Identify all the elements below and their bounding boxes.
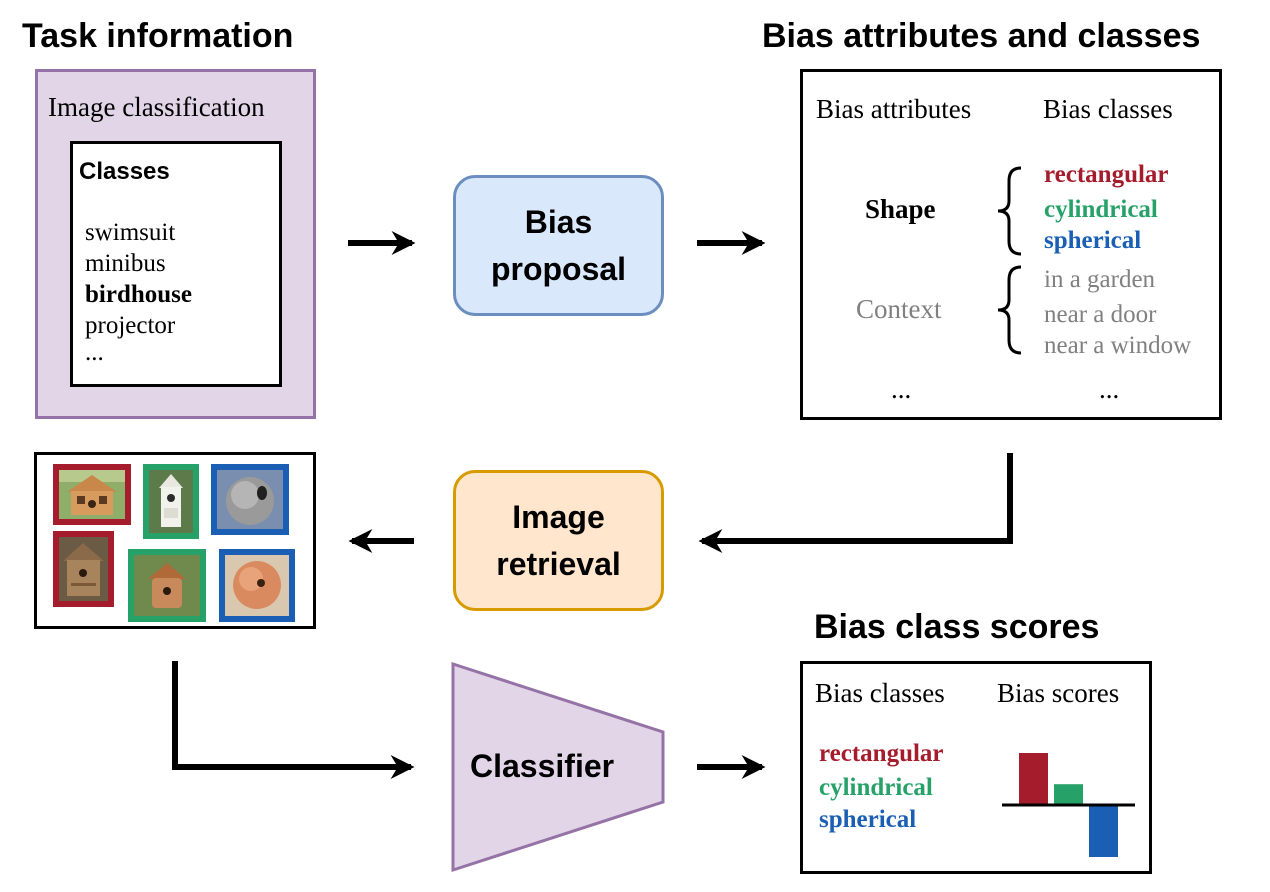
- class-item: projector: [85, 312, 176, 339]
- shape-brace: [997, 166, 1022, 256]
- bias-score-bars: [1002, 753, 1135, 857]
- score-bar-rectangular: [1019, 753, 1048, 805]
- score-bar-spherical: [1089, 805, 1118, 857]
- birdhouse-rectangular-thumbnail: [59, 537, 108, 601]
- context-class-garden: in a garden: [1044, 266, 1156, 293]
- bias-attributes-box: Bias attributes Bias classes Shape recta…: [800, 69, 1222, 420]
- task-information-box: Image classification Classes swimsuit mi…: [35, 69, 316, 419]
- birdhouse-image: [211, 464, 289, 535]
- birdhouse-image: [219, 549, 295, 622]
- class-item-highlighted: birdhouse: [85, 281, 192, 308]
- retrieved-images-box: [34, 452, 316, 629]
- classifier-shape: [451, 661, 665, 873]
- classes-box: Classes swimsuit minibus birdhouse proje…: [70, 141, 282, 387]
- birdhouse-image: [53, 464, 131, 525]
- context-brace: [997, 265, 1022, 355]
- col-header-attributes: Bias attributes: [816, 94, 972, 124]
- task-information-heading: Task information: [22, 17, 294, 55]
- image-classification-label: Image classification: [48, 92, 265, 122]
- attributes-ellipsis: ...: [891, 374, 912, 404]
- image-retrieval-line1: Image: [512, 499, 605, 536]
- class-item-ellipsis: ...: [85, 339, 104, 366]
- score-class-rectangular: rectangular: [819, 740, 944, 767]
- birdhouse-image: [143, 464, 199, 539]
- context-class-window: near a window: [1044, 332, 1192, 359]
- col-header-classes: Bias classes: [1043, 94, 1173, 124]
- birdhouse-spherical-thumbnail: [225, 555, 289, 616]
- birdhouse-image: [128, 549, 206, 622]
- birdhouse-rectangular-thumbnail: [59, 470, 125, 519]
- bias-scores-box: Bias classes Bias scores rectangular cyl…: [800, 661, 1152, 874]
- shape-class-rectangular: rectangular: [1044, 161, 1169, 188]
- bias-attributes-heading: Bias attributes and classes: [762, 17, 1201, 55]
- score-class-spherical: spherical: [819, 806, 917, 833]
- classes-ellipsis: ...: [1099, 374, 1120, 404]
- birdhouse-cylindrical-thumbnail: [134, 555, 200, 616]
- scores-col-classes: Bias classes: [815, 678, 945, 708]
- image-retrieval-line2: retrieval: [496, 545, 621, 582]
- shape-class-cylindrical: cylindrical: [1044, 196, 1158, 223]
- class-item: swimsuit: [85, 219, 176, 246]
- score-class-cylindrical: cylindrical: [819, 774, 933, 801]
- bias-proposal-box: Bias proposal: [453, 175, 664, 316]
- classifier-label: Classifier: [470, 748, 615, 784]
- bias-scores-heading: Bias class scores: [814, 608, 1100, 646]
- arrow-images-to-classifier: [172, 661, 415, 779]
- birdhouse-spherical-thumbnail: [217, 470, 283, 529]
- class-item: minibus: [85, 250, 166, 277]
- bias-proposal-line2: proposal: [490, 250, 627, 287]
- score-bar-cylindrical: [1054, 784, 1083, 805]
- birdhouse-image: [53, 531, 114, 607]
- context-class-door: near a door: [1044, 301, 1157, 328]
- classes-title: Classes: [79, 158, 170, 185]
- bias-proposal-line1: Bias: [524, 204, 593, 241]
- scores-col-scores: Bias scores: [997, 678, 1120, 708]
- arrow-attributes-to-retrieval: [698, 453, 1013, 553]
- birdhouse-cylindrical-thumbnail: [149, 470, 193, 533]
- image-retrieval-box: Image retrieval: [453, 470, 664, 611]
- shape-class-spherical: spherical: [1044, 227, 1142, 254]
- attribute-shape: Shape: [865, 194, 936, 224]
- attribute-context: Context: [856, 294, 942, 324]
